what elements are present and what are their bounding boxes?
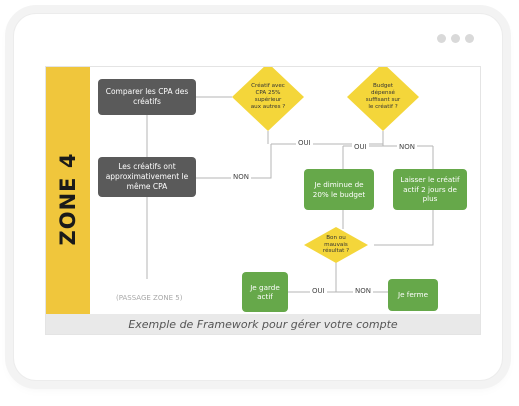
same-cpa-box: Les créatifs ont approximativement le mê… [98,157,196,197]
dot-icon [437,34,446,43]
close-text: Je ferme [397,290,429,300]
connector-non-horizontal [196,144,272,179]
non-label-3: NON [353,287,373,295]
window-dots [437,34,474,43]
budget-sufficient-diamond: Budget dépensé suffisant sur le créatif … [347,67,419,131]
budget-sufficient-text: Budget dépensé suffisant sur le créatif … [365,83,401,110]
decrease-budget-text: Je diminue de 20% le budget [312,180,366,199]
keep-active-box: Je garde actif [242,272,288,312]
flowchart-screen: ZONE 4 Comparer les CPA des créatifs Les… [45,66,481,335]
creative-better-diamond: Créatif avec CPA 25% supérieur aux autre… [232,67,304,131]
same-cpa-text: Les créatifs ont approximativement le mê… [105,162,189,191]
connector-let-run-back [374,210,434,246]
passage-zone-label: (PASSAGE ZONE 5) [116,294,183,302]
dot-icon [451,34,460,43]
compare-cpa-text: Comparer les CPA des créatifs [105,87,189,106]
caption-bar: Exemple de Framework pour gérer votre co… [46,314,480,334]
result-text: Bon ou mauvais résultat ? [322,234,350,255]
decrease-budget-box: Je diminue de 20% le budget [304,169,374,210]
oui-label-1: OUI [296,139,313,147]
compare-cpa-box: Comparer les CPA des créatifs [98,79,196,115]
non-label-2: NON [397,143,417,151]
let-run-box: Laisser le créatif actif 2 jours de plus [393,169,467,210]
creative-better-text: Créatif avec CPA 25% supérieur aux autre… [250,83,286,110]
oui-label-2: OUI [352,143,369,151]
close-box: Je ferme [388,279,438,311]
oui-label-3: OUI [310,287,327,295]
keep-active-text: Je garde actif [250,282,280,301]
dot-icon [465,34,474,43]
result-diamond: Bon ou mauvais résultat ? [304,227,368,263]
let-run-text: Laisser le créatif actif 2 jours de plus [400,175,460,204]
caption-text: Exemple de Framework pour gérer votre co… [128,317,398,331]
zone-sidebar: ZONE 4 [46,67,90,334]
non-label-1: NON [231,173,251,181]
